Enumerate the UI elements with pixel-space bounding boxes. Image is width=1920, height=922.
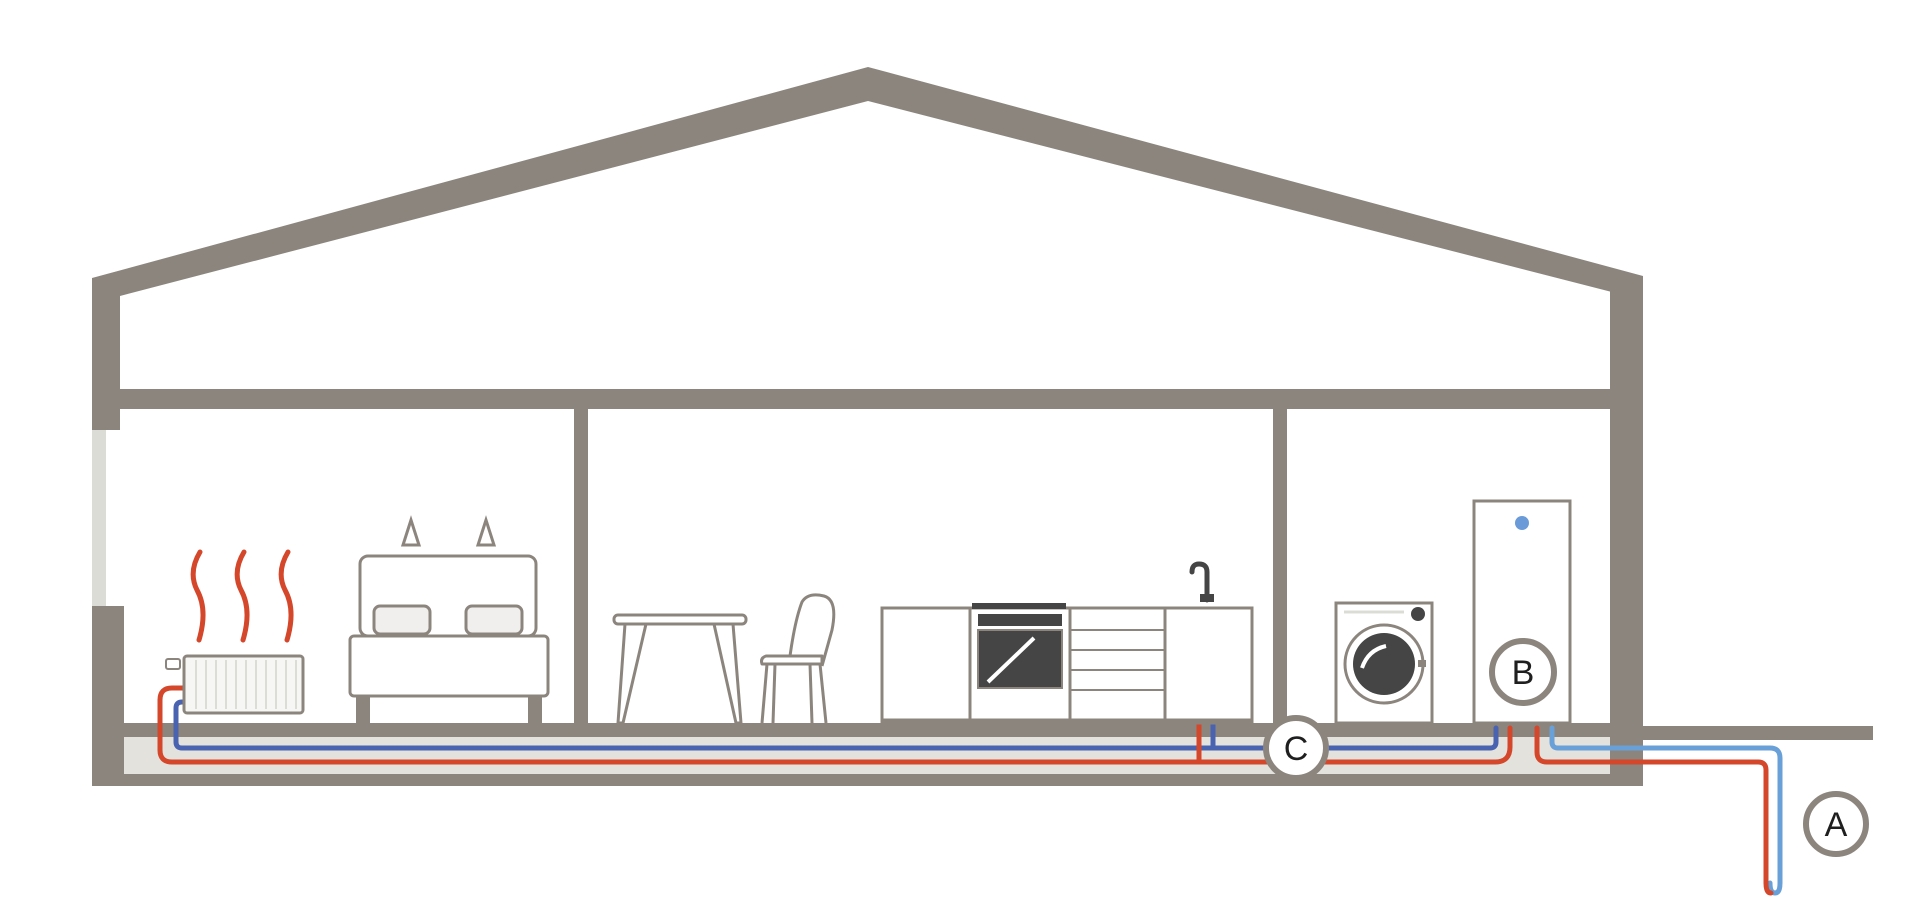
bed-leg-right xyxy=(528,696,542,723)
tap-icon xyxy=(1189,561,1214,603)
washing-machine-icon xyxy=(1334,601,1434,725)
foundation-base xyxy=(92,774,1643,786)
pipe-network xyxy=(157,608,1783,896)
heat-pump-indicator xyxy=(1515,516,1529,530)
oven-control-panel xyxy=(978,614,1062,626)
hot-pipe-main xyxy=(157,685,1513,765)
ground-loop-hot-pipe xyxy=(1534,725,1774,896)
marker-b-label: B xyxy=(1512,654,1535,692)
partition-wall-1 xyxy=(574,405,588,727)
partition-wall-2 xyxy=(1273,405,1287,727)
exterior-ground xyxy=(1643,726,1873,740)
cooktop xyxy=(972,603,1066,609)
pillow-right xyxy=(464,604,524,636)
cold-pipe-main xyxy=(173,699,1499,751)
counter-body xyxy=(880,606,1254,725)
marker-c-label: C xyxy=(1284,730,1309,768)
radiator-fins xyxy=(195,660,297,709)
attic-floor xyxy=(92,389,1642,409)
bed-mattress xyxy=(348,634,550,698)
roof xyxy=(92,67,1643,390)
ground-floor-slab xyxy=(92,723,1643,737)
kitchen-counter-icon xyxy=(880,606,1254,725)
pillow-left xyxy=(372,604,432,636)
lamp-icon xyxy=(400,515,497,547)
bed-icon xyxy=(348,554,550,723)
marker-b: B xyxy=(1489,638,1557,706)
chair-icon xyxy=(760,593,836,724)
right-wall xyxy=(1610,276,1643,786)
table-top xyxy=(612,613,748,626)
radiator-body xyxy=(182,654,305,715)
marker-a: A xyxy=(1803,791,1869,857)
marker-c: C xyxy=(1263,715,1329,781)
marker-a-label: A xyxy=(1825,806,1848,844)
washer-button xyxy=(1411,607,1425,621)
window xyxy=(92,430,106,606)
floor-insulation xyxy=(124,737,1610,774)
bed-leg-left xyxy=(356,696,370,723)
radiator-valve xyxy=(165,658,181,670)
oven-icon xyxy=(972,603,1066,689)
radiator-icon xyxy=(165,654,305,715)
drawers xyxy=(1070,629,1165,691)
house-outline xyxy=(92,67,1873,786)
heat-waves-icon xyxy=(190,549,294,643)
table-icon xyxy=(612,613,748,725)
left-wall-lower xyxy=(92,606,124,786)
washer-door xyxy=(1353,633,1415,695)
